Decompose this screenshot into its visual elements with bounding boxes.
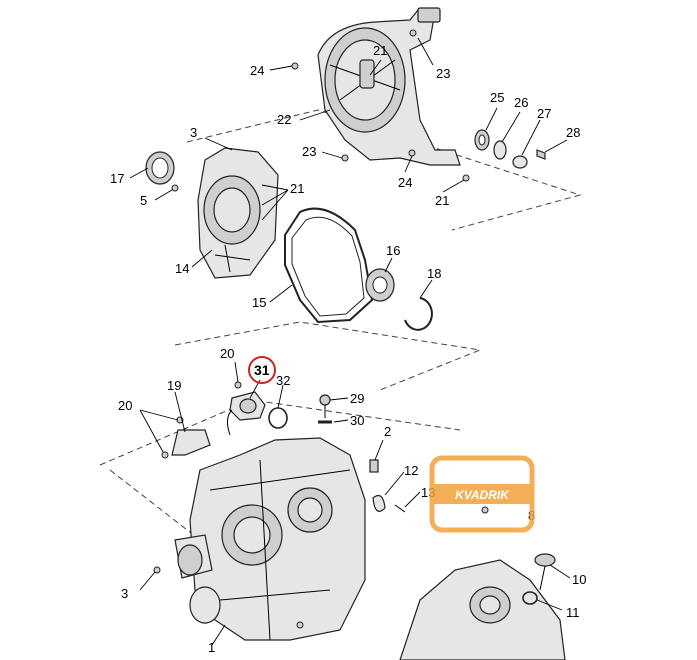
fan-cover-assembly (317, 7, 461, 166)
bolt-13 (394, 504, 406, 513)
dowel-2 (369, 459, 379, 473)
label-21c: 21 (290, 181, 304, 196)
bearing-16 (365, 268, 395, 302)
label-14: 14 (175, 261, 189, 276)
label-27: 27 (537, 106, 551, 121)
label-24b: 24 (398, 175, 412, 190)
label-25: 25 (490, 90, 504, 105)
label-3a: 3 (190, 125, 197, 140)
crankcase-cover-left (145, 147, 279, 279)
label-10: 10 (572, 572, 586, 587)
label-18: 18 (427, 266, 441, 281)
label-24a: 24 (250, 63, 264, 78)
label-19: 19 (167, 378, 181, 393)
thermostat-housing-31 (226, 391, 266, 436)
highlight-circle-31 (248, 356, 276, 384)
screws (153, 29, 489, 629)
label-30: 30 (350, 413, 364, 428)
washer-11 (522, 591, 538, 605)
main-crankcase-1 (174, 437, 366, 641)
bracket-19 (171, 429, 211, 456)
dashed-guide-middle (174, 321, 482, 391)
label-11: 11 (566, 605, 580, 620)
label-1: 1 (208, 640, 215, 655)
label-28: 28 (566, 125, 580, 140)
label-20b: 20 (118, 398, 132, 413)
label-21a: 21 (373, 43, 387, 58)
dipstick-10 (534, 553, 556, 591)
label-12: 12 (404, 463, 418, 478)
label-17: 17 (110, 171, 124, 186)
lower-right-casing (399, 559, 566, 660)
gasket-15 (284, 207, 374, 324)
label-23b: 23 (302, 144, 316, 159)
label-29: 29 (350, 391, 364, 406)
label-26: 26 (514, 95, 528, 110)
seal-12 (372, 495, 386, 512)
label-23a: 23 (436, 66, 450, 81)
leader-lines (129, 37, 571, 646)
circlip-18 (404, 297, 433, 331)
label-5: 5 (140, 193, 147, 208)
small-bolt-29 (319, 394, 331, 418)
bearing-row (474, 129, 546, 169)
label-15: 15 (252, 295, 266, 310)
label-31: 31 (254, 362, 270, 378)
o-ring-32 (268, 407, 288, 429)
part-labels: 24 21 23 22 25 26 27 28 23 24 21 3 17 5 … (110, 43, 586, 655)
label-20a: 20 (220, 346, 234, 361)
label-21b: 21 (435, 193, 449, 208)
label-22: 22 (277, 112, 291, 127)
watermark-text: KVADRIK (455, 488, 510, 502)
label-3b: 3 (121, 586, 128, 601)
label-2: 2 (384, 424, 391, 439)
watermark-logo: KVADRIK (429, 455, 535, 533)
label-16: 16 (386, 243, 400, 258)
label-32: 32 (276, 373, 290, 388)
